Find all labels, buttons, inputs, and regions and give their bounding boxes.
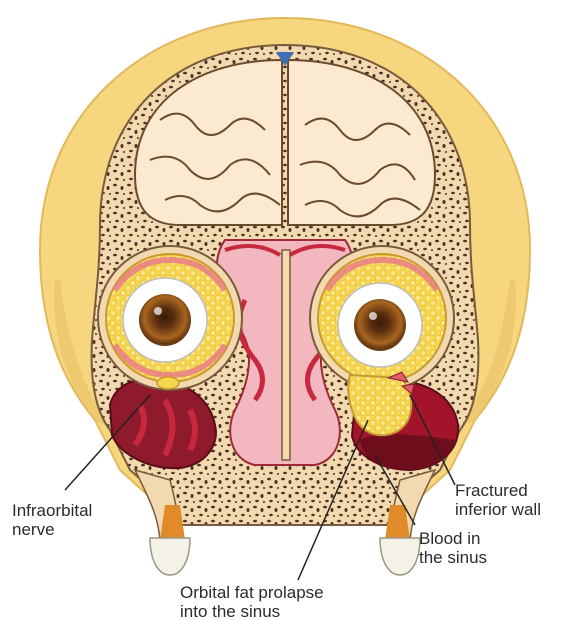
label-orbital-fat-prolapse: Orbital fat prolapse into the sinus (180, 583, 324, 621)
left-orbit (98, 246, 242, 390)
label-fractured-inferior-wall: Fractured inferior wall (455, 481, 541, 519)
left-tooth-icon (150, 538, 190, 575)
right-tooth-icon (380, 538, 420, 575)
label-infraorbital-nerve: Infraorbital nerve (12, 501, 92, 539)
label-blood-in-sinus: Blood in the sinus (419, 529, 487, 567)
right-iris (354, 299, 406, 351)
left-iris (139, 294, 191, 346)
